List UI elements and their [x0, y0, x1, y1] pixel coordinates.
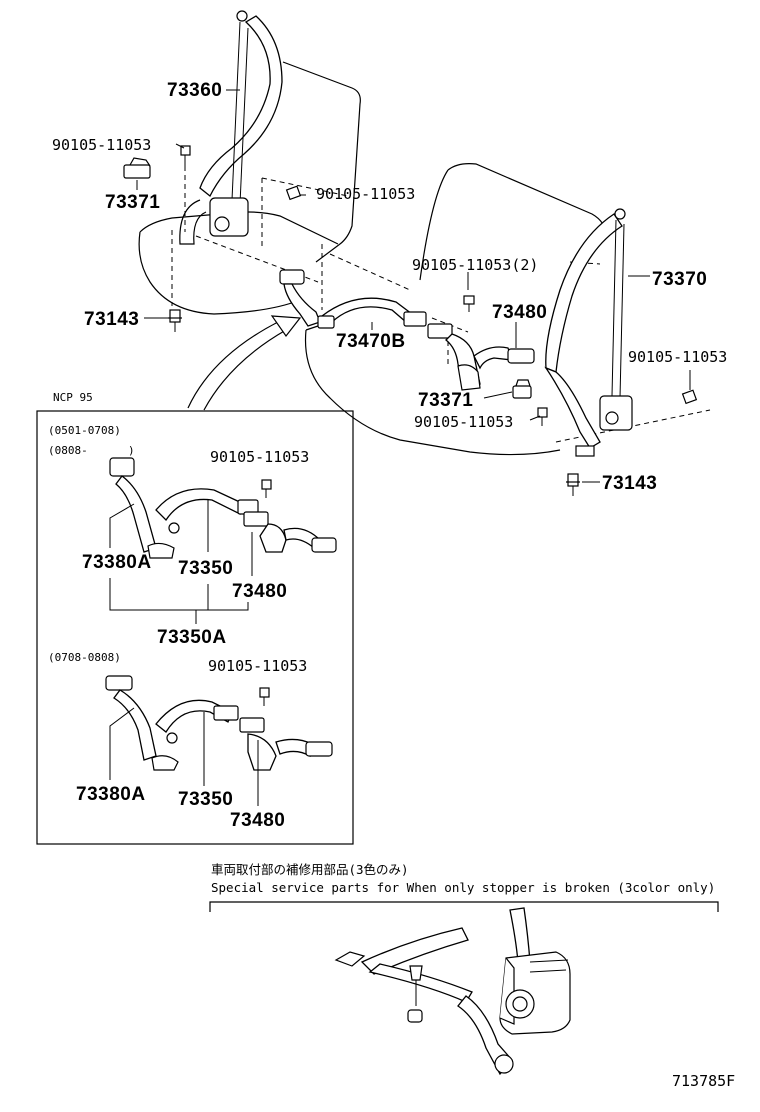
inset-range-1b-end: ) [128, 444, 135, 457]
label-90105-11053-f: 90105-11053 [210, 448, 309, 466]
label-73350-1: 73350 [178, 558, 233, 579]
label-73480-main: 73480 [492, 302, 547, 323]
buckle-73480-right [427, 295, 535, 391]
inset-pointer-arrow [187, 315, 302, 411]
clip-73371-left [123, 157, 151, 179]
label-73371-a: 73371 [105, 192, 160, 213]
label-73480-2: 73480 [230, 810, 285, 831]
label-90105-11053-d: 90105-11053 [628, 348, 727, 366]
bolt-90105-right [681, 389, 698, 405]
label-73143-b: 73143 [602, 473, 657, 494]
inset-range-1a: (0501-0708) [48, 424, 121, 437]
label-90105-11053-2: 90105-11053(2) [412, 256, 538, 274]
belt-73360 [179, 10, 283, 245]
note-bracket [209, 901, 719, 912]
left-seat-outline [138, 61, 361, 315]
inset-model-label: NCP 95 [53, 391, 93, 404]
buckle-73470b [279, 269, 427, 329]
label-73350a: 73350A [157, 627, 227, 648]
label-90105-11053-b: 90105-11053 [316, 185, 415, 203]
label-73143-a: 73143 [84, 309, 139, 330]
inset-range-2: (0708-0808) [48, 651, 121, 664]
label-90105-11053-e: 90105-11053 [414, 413, 513, 431]
inset-assembly-1 [109, 457, 337, 559]
label-73480-1: 73480 [232, 581, 287, 602]
label-73380a-2: 73380A [76, 784, 146, 805]
note-japanese: 車両取付部の補修用部品(3色のみ) [211, 862, 409, 877]
label-73360: 73360 [167, 80, 222, 101]
bolt-90105-lower [537, 407, 548, 426]
label-73371-b: 73371 [418, 390, 473, 411]
belt-73370 [544, 208, 633, 457]
bolt-90105-left [180, 145, 191, 232]
label-73350-2: 73350 [178, 789, 233, 810]
label-90105-11053-a: 90105-11053 [52, 136, 151, 154]
clip-73371-right [512, 379, 532, 399]
bolt-90105-center [285, 185, 302, 201]
leader-lines-main [136, 89, 691, 483]
label-73470b: 73470B [336, 331, 406, 352]
inset-assembly-2 [105, 675, 333, 771]
note-english: Special service parts for When only stop… [211, 880, 715, 895]
label-73380a-1: 73380A [82, 552, 152, 573]
label-73370: 73370 [652, 269, 707, 290]
figure-code: 713785F [672, 1072, 735, 1090]
anchor-73143-right [566, 473, 580, 496]
anchor-73143-left [168, 309, 182, 332]
stopper-illustration [334, 907, 571, 1076]
inset-box [36, 410, 354, 845]
label-90105-11053-g: 90105-11053 [208, 657, 307, 675]
inset-leader-lines [109, 500, 259, 806]
inset-range-1b: (0808- [48, 444, 88, 457]
